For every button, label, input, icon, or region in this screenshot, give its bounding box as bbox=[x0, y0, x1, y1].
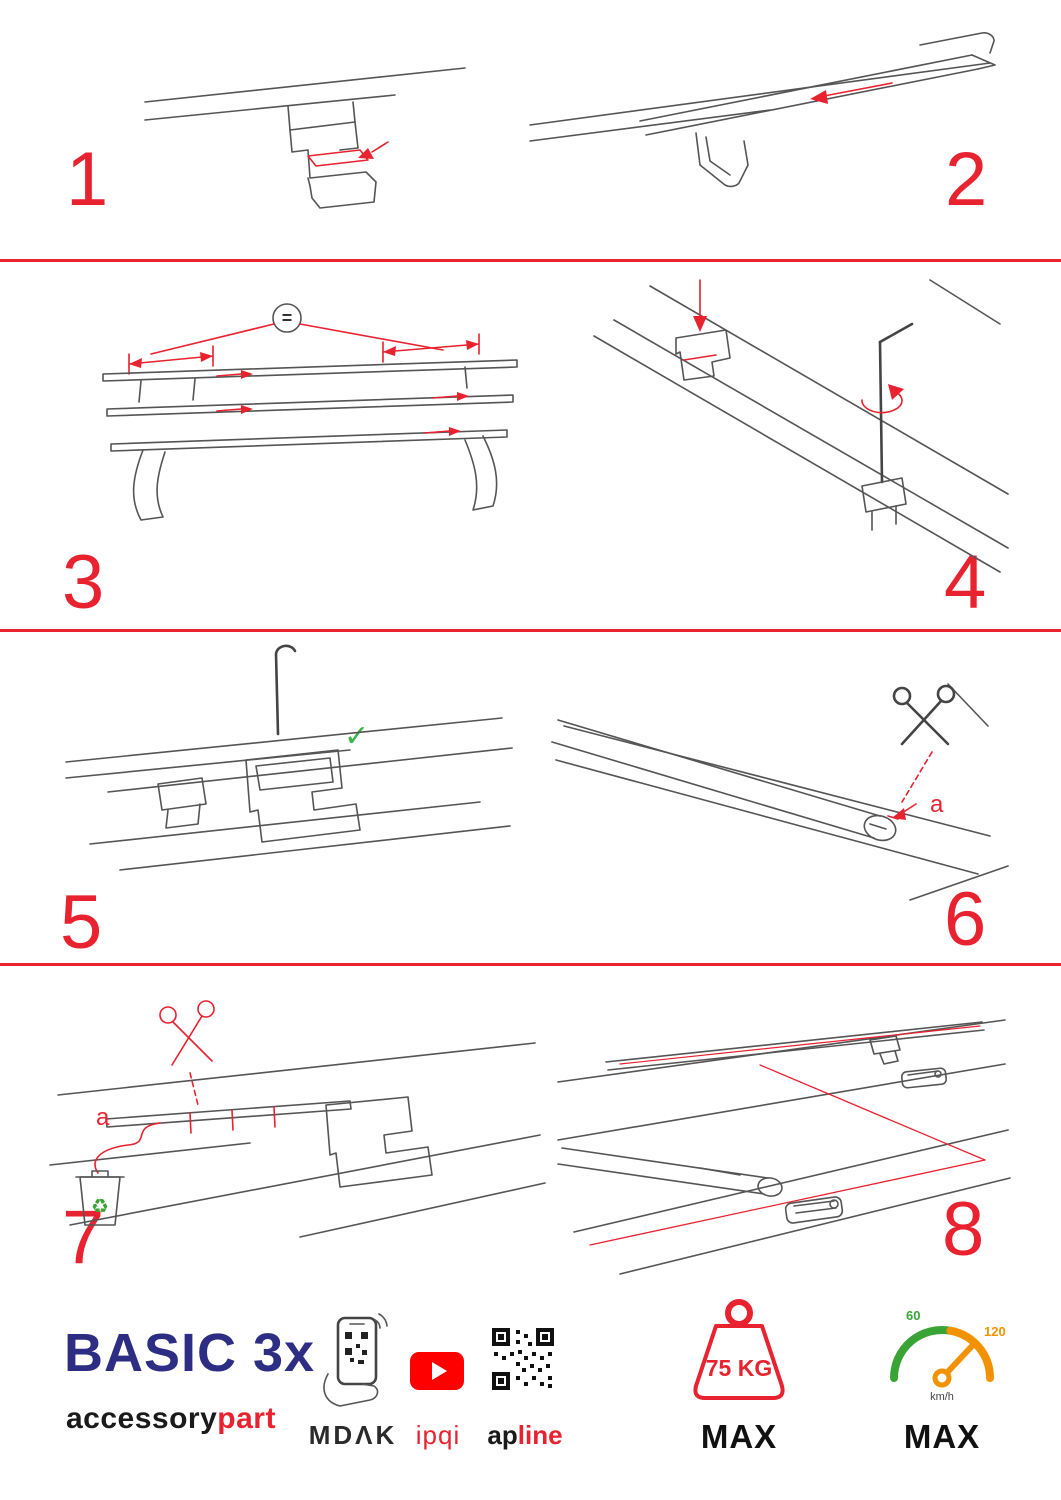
check-icon: ✓ bbox=[344, 719, 369, 754]
rotate-arrow-icon bbox=[888, 384, 904, 400]
equal-spacing-badge bbox=[272, 303, 302, 333]
apline-left: ap bbox=[487, 1420, 518, 1450]
ipqi-logo: ipqi bbox=[415, 1420, 461, 1450]
brand-right: part bbox=[217, 1402, 276, 1435]
brand-wordmark: accessorypart bbox=[66, 1402, 276, 1436]
product-logo: BASIC 3x bbox=[64, 1323, 316, 1383]
bar-end-profile bbox=[863, 814, 897, 842]
scissors-icon bbox=[892, 684, 956, 746]
hex-key-icon bbox=[878, 322, 914, 344]
cut-label-a: a bbox=[96, 1104, 110, 1131]
step-1-illustration bbox=[144, 67, 466, 209]
weight-limit-icon: 75 KG bbox=[693, 1299, 785, 1400]
insert-plate bbox=[307, 149, 369, 167]
apline-logo: apline bbox=[480, 1420, 570, 1451]
trash-bin-icon bbox=[75, 1170, 125, 1226]
recycle-icon: ♻ bbox=[91, 1194, 109, 1218]
step-5-number: 5 bbox=[60, 880, 103, 965]
t-slot-adapter bbox=[784, 1196, 844, 1224]
step-1-number: 1 bbox=[66, 137, 109, 222]
arrow-icon bbox=[892, 808, 906, 820]
weight-value: 75 KG bbox=[706, 1355, 772, 1381]
section-divider bbox=[0, 963, 1061, 966]
qr-code bbox=[492, 1328, 554, 1390]
arrow-icon bbox=[358, 148, 374, 159]
step-8-number: 8 bbox=[942, 1187, 985, 1272]
step-2-number: 2 bbox=[945, 137, 988, 222]
cut-label-a: a bbox=[930, 791, 944, 818]
step-3-illustration: = bbox=[102, 303, 518, 521]
t-slot-adapter bbox=[900, 1067, 948, 1089]
step-2-illustration bbox=[529, 32, 996, 188]
arrow-icon bbox=[810, 90, 828, 104]
step-7-illustration: a ♻ bbox=[49, 1000, 546, 1238]
section-divider bbox=[0, 259, 1061, 262]
step-4-illustration bbox=[593, 279, 1009, 573]
section-divider bbox=[0, 629, 1061, 632]
step-6-number: 6 bbox=[944, 877, 987, 962]
step-3-number: 3 bbox=[62, 540, 105, 625]
speed-low-label: 60 bbox=[906, 1308, 920, 1323]
speed-unit-label: km/h bbox=[930, 1391, 954, 1403]
weight-max-label: MAX bbox=[700, 1418, 778, 1455]
step-6-illustration: a bbox=[551, 683, 1009, 901]
play-icon bbox=[431, 1362, 447, 1380]
step-5-illustration: ✓ bbox=[65, 644, 513, 871]
apline-right: line bbox=[517, 1420, 563, 1450]
speed-high-label: 120 bbox=[984, 1324, 1006, 1339]
brand-left: accessory bbox=[66, 1402, 218, 1435]
speed-limit-icon: 60 120 km/h bbox=[890, 1308, 1006, 1403]
phone-scan-icon bbox=[323, 1313, 388, 1407]
youtube-icon bbox=[410, 1352, 464, 1390]
equal-spacing-label: = bbox=[282, 308, 293, 328]
mdak-logo: MDΛK bbox=[308, 1420, 398, 1450]
speed-max-label: MAX bbox=[903, 1418, 981, 1455]
step-4-number: 4 bbox=[944, 540, 987, 625]
fixing-pin bbox=[274, 644, 297, 736]
step-8-illustration bbox=[557, 1019, 1011, 1275]
scissors-icon bbox=[159, 1000, 215, 1066]
arrow-down-icon bbox=[693, 316, 707, 332]
